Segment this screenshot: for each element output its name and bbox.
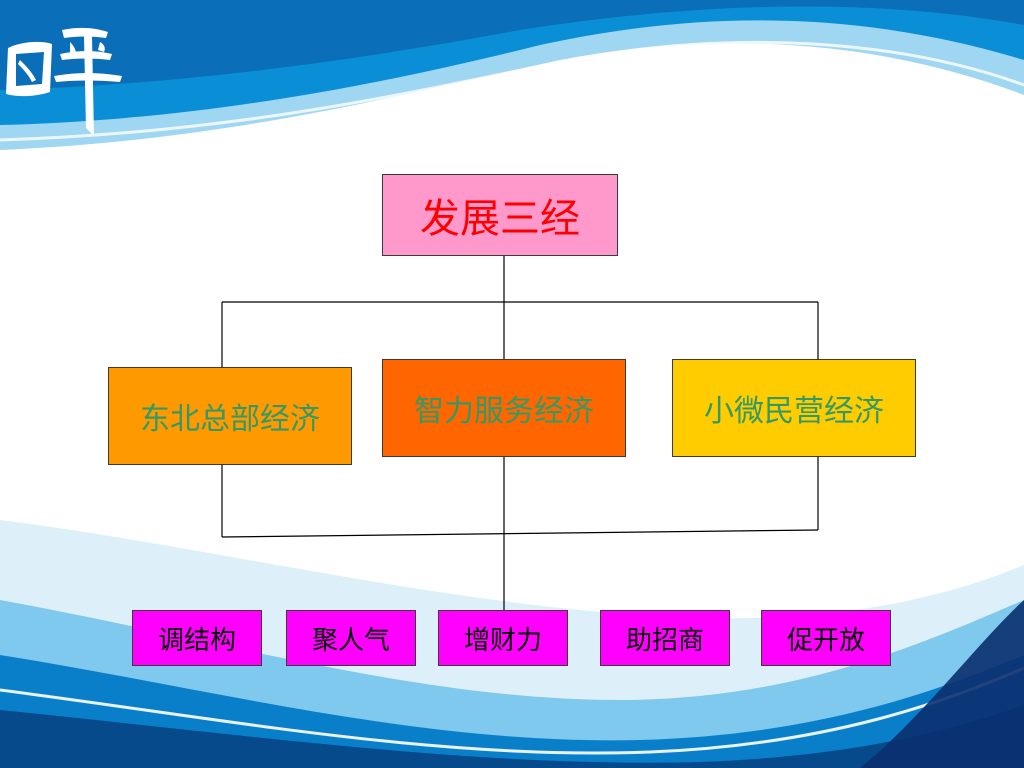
- bottom-right-dark: [860, 600, 1024, 768]
- node-leaf-label: 助招商: [625, 625, 704, 656]
- node-leaf: 助招商: [600, 610, 730, 666]
- node-root: 发展三经: [382, 174, 618, 256]
- node-middle-right: 小微民营经济: [672, 359, 916, 457]
- node-leaf: 调结构: [132, 610, 262, 666]
- node-leaf: 促开放: [761, 610, 891, 666]
- node-leaf: 聚人气: [286, 610, 416, 666]
- node-leaf-label: 调结构: [157, 625, 236, 656]
- bottom-wave-deep: [0, 705, 1024, 768]
- connector-lines: [221, 256, 819, 610]
- top-wave-highlight: [0, 40, 1024, 142]
- bottom-wave-highlight: [0, 666, 1024, 755]
- brush-calligraphy-logo-icon: [6, 27, 122, 136]
- node-middle-center: 智力服务经济: [382, 359, 626, 457]
- node-middle-left-label: 东北总部经济: [140, 402, 320, 437]
- node-middle-right-label: 小微民营经济: [704, 394, 884, 429]
- top-wave-deep: [0, 0, 1024, 90]
- node-leaf-label: 增财力: [463, 625, 542, 656]
- node-middle-left: 东北总部经济: [108, 367, 352, 465]
- node-leaf: 增财力: [438, 610, 568, 666]
- node-leaf-label: 聚人气: [311, 625, 390, 656]
- node-middle-center-label: 智力服务经济: [414, 394, 594, 429]
- node-leaf-label: 促开放: [786, 625, 865, 656]
- node-root-label: 发展三经: [420, 196, 580, 242]
